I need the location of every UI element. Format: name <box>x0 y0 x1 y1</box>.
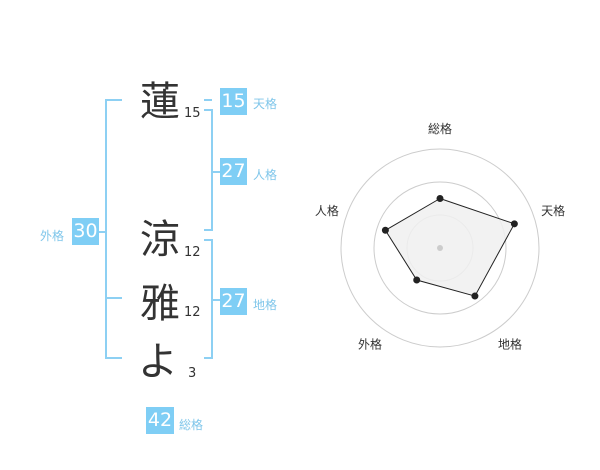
gaikaku-label: 外格 <box>40 229 65 243</box>
tenkaku-value: 15 <box>220 88 247 115</box>
tenkaku-label: 天格 <box>253 97 278 111</box>
name-char-4: よ <box>138 339 178 385</box>
jinkaku-label: 人格 <box>253 168 278 182</box>
radar-axis-label-4: 外格 <box>358 336 382 351</box>
radar-axis-label-3: 地格 <box>498 336 522 351</box>
stroke-count-1: 15 <box>184 106 201 121</box>
soukaku-label: 総格 <box>179 418 204 432</box>
stroke-count-4: 3 <box>188 366 197 381</box>
radar-ring-3 <box>340 148 540 348</box>
radar-point-5 <box>381 226 389 234</box>
radar-ring-2 <box>373 181 507 315</box>
radar-point-3 <box>471 292 479 300</box>
radar-axis-label-2: 天格 <box>541 203 565 218</box>
gaikaku-bracket <box>105 99 122 359</box>
gaikaku-value: 30 <box>72 218 99 245</box>
radar-point-2 <box>510 220 518 228</box>
chikaku-value: 27 <box>220 288 247 315</box>
radar-axis-label-5: 人格 <box>315 203 339 218</box>
jinkaku-value: 27 <box>220 158 247 185</box>
soukaku-value: 42 <box>146 407 174 434</box>
jinkaku-bracket <box>204 109 213 231</box>
radar-axis-label-1: 総格 <box>428 121 452 136</box>
radar-center-dot <box>437 245 443 251</box>
chikaku-label: 地格 <box>253 298 278 312</box>
name-char-3: 雅 <box>140 281 180 327</box>
stroke-count-2: 12 <box>184 245 201 260</box>
name-char-2: 涼 <box>140 217 180 263</box>
radar-polygon <box>384 197 516 297</box>
stroke-count-3: 12 <box>184 305 201 320</box>
radar-point-4 <box>413 276 421 284</box>
radar-point-1 <box>436 195 444 202</box>
name-char-1: 蓮 <box>140 79 180 125</box>
